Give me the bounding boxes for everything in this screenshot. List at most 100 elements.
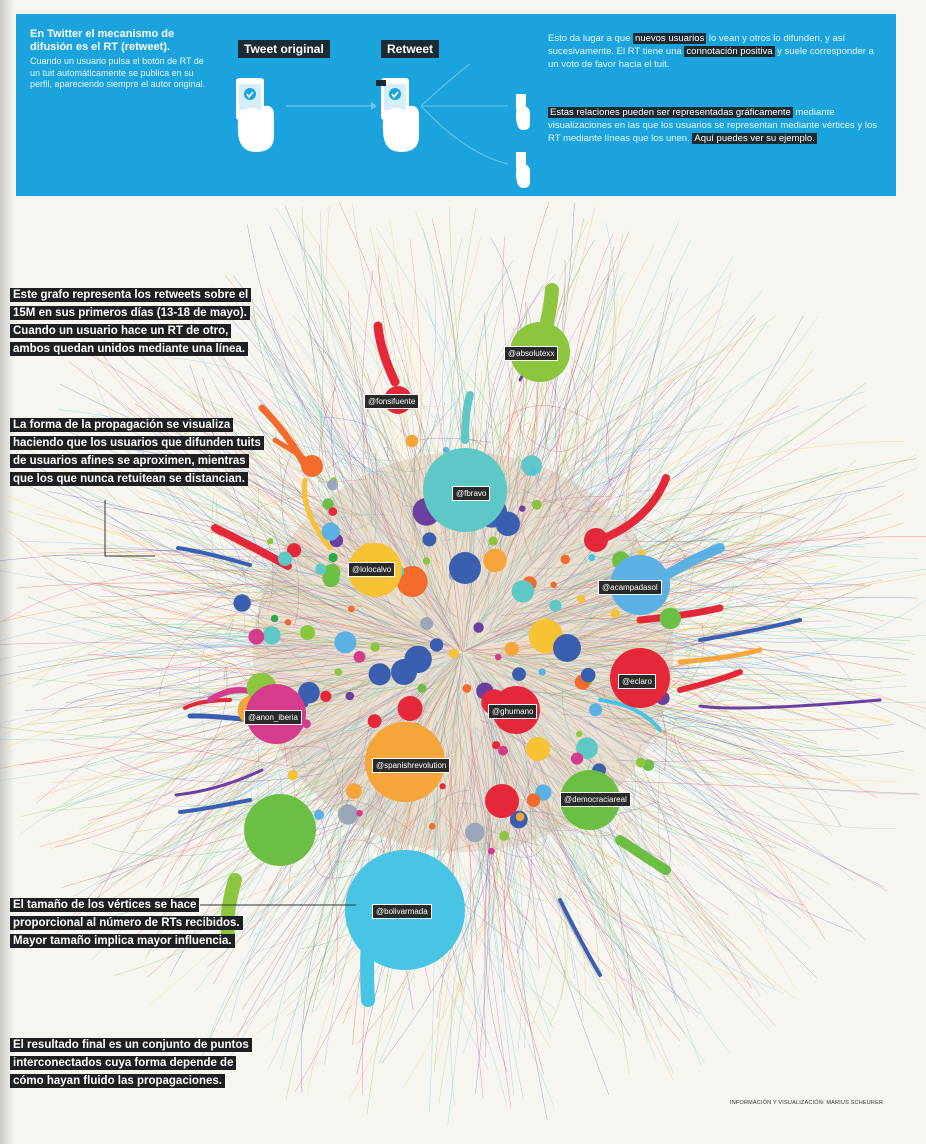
small-node: [287, 543, 302, 558]
small-node: [498, 745, 508, 756]
small-node: [348, 605, 355, 613]
retweet-network-graph: [0, 201, 926, 1125]
highlight-text: Estas relaciones pueden ser representada…: [548, 107, 793, 118]
small-node: [448, 648, 459, 659]
annotation-line: de usuarios afines se aproximen, mientra…: [10, 454, 249, 468]
node-tail: [598, 698, 662, 732]
small-node: [610, 609, 620, 619]
small-node: [270, 614, 279, 623]
node-label: @fonsifuente: [364, 394, 420, 409]
influential-node: [526, 737, 550, 761]
node-label: @bolivarmada: [372, 904, 432, 919]
info-text: y suele corresponder a un voto de favor …: [548, 46, 874, 70]
small-node: [531, 499, 542, 510]
small-node: [635, 757, 646, 768]
node-tail: [178, 798, 252, 814]
small-node: [248, 628, 265, 645]
node-label: @lolocalvo: [348, 562, 396, 577]
highlight-text: Aquí puedes ver su ejemplo.: [692, 133, 817, 144]
node-label: @fbravo: [452, 486, 491, 501]
small-node: [321, 522, 340, 541]
small-node: [323, 564, 341, 581]
node-tail: [698, 618, 802, 642]
retweet-diagram: [236, 64, 530, 188]
small-node: [397, 696, 423, 721]
annotation-line: Mayor tamaño implica mayor influencia.: [10, 934, 235, 948]
node-tail: [220, 873, 242, 942]
small-node: [314, 809, 324, 820]
node-tail: [558, 898, 602, 977]
small-node: [428, 823, 436, 830]
small-node: [322, 498, 334, 510]
node-tail: [596, 474, 670, 544]
intro-title: En Twitter el mecanismo de difusión es e…: [30, 28, 175, 53]
intro-body: Cuando un usuario pulsa el botón de RT d…: [30, 56, 206, 89]
node-tail: [615, 835, 671, 875]
annotation-line: que los que nunca retuitean se distancia…: [10, 472, 248, 486]
small-node: [519, 505, 526, 512]
small-hand-icon: [516, 94, 530, 130]
small-node: [422, 532, 437, 547]
small-node: [492, 741, 501, 750]
node-label: @spanishrevolution: [372, 758, 451, 773]
small-node: [334, 631, 357, 654]
annotation-line: Este grafo representa los retweets sobre…: [10, 288, 252, 302]
node-tail: [176, 546, 252, 567]
small-node: [550, 581, 557, 588]
influential-node: [485, 784, 519, 818]
small-node: [526, 793, 541, 807]
info-text: Esto da lugar a que: [548, 33, 631, 44]
small-node: [315, 563, 327, 575]
small-node: [494, 653, 502, 661]
annotation-line: interconectados cuya forma depende de: [10, 1056, 237, 1070]
info-paragraph-2: Estas relaciones pueden ser representada…: [548, 106, 878, 145]
small-node: [462, 684, 472, 693]
annotation-line: 15M en sus primeros días (13-18 de mayo)…: [10, 306, 250, 320]
hand-phone-icon: [236, 78, 274, 152]
small-node: [267, 538, 274, 545]
annotation-graph-explained: Este grafo representa los retweets sobre…: [10, 286, 260, 358]
small-node: [337, 804, 359, 825]
small-node: [515, 812, 525, 822]
small-node: [512, 667, 526, 681]
node-tail: [461, 391, 474, 444]
small-node: [405, 434, 419, 448]
small-node: [560, 554, 571, 565]
small-node: [577, 594, 586, 604]
highlight-text: connotación positiva: [684, 46, 775, 57]
small-node: [328, 552, 338, 563]
node-label: @acampadasol: [598, 580, 662, 595]
node-label: @democraciareal: [560, 792, 631, 807]
small-node: [588, 554, 596, 562]
node-label: @anon_iberia: [244, 710, 302, 725]
small-node: [549, 599, 562, 612]
node-tail: [698, 698, 882, 710]
tweet-original-tag: Tweet original: [238, 40, 330, 58]
small-node: [262, 626, 281, 645]
small-node: [300, 625, 316, 641]
annotation-line: cómo hayan fluido las propagaciones.: [10, 1074, 225, 1088]
annotation-line: El resultado final es un conjunto de pun…: [10, 1038, 252, 1052]
node-tail: [677, 669, 743, 693]
small-node: [277, 551, 293, 566]
small-hand-icon: [516, 152, 530, 188]
annotation-final-result: El resultado final es un conjunto de pun…: [10, 1036, 262, 1090]
small-node: [420, 617, 434, 630]
node-label: @absolutexx: [504, 346, 559, 361]
hand-phone-icon: [376, 78, 419, 152]
small-node: [320, 690, 332, 702]
node-tail: [174, 768, 264, 797]
small-node: [521, 455, 542, 476]
small-node: [504, 641, 519, 657]
small-node: [465, 822, 485, 843]
small-node: [570, 752, 584, 765]
node-tail: [183, 698, 232, 710]
small-node: [353, 651, 366, 663]
small-node: [327, 479, 338, 491]
small-node: [356, 809, 363, 817]
small-node: [511, 580, 535, 603]
small-node: [488, 847, 495, 855]
annotation-leader-line: [104, 500, 155, 557]
